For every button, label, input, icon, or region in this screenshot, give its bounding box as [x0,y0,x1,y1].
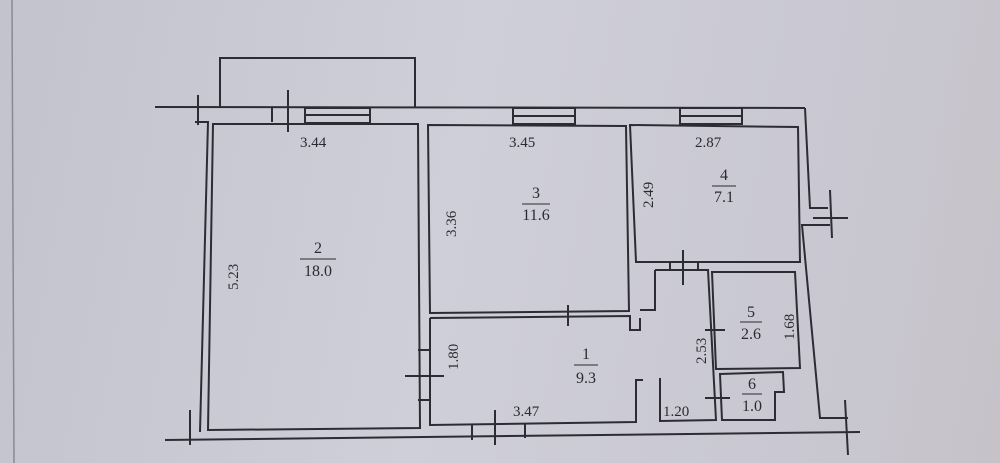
room-2-number: 2 [314,240,322,257]
page-edge [11,0,15,463]
room-3-area: 11.6 [522,207,549,224]
room-4-number: 4 [720,167,728,184]
dim-hall-width: 1.20 [663,404,689,420]
dimension-labels: 3.44 3.45 2.87 3.47 1.20 5.23 3.36 2.49 … [226,135,798,420]
room-1-area: 9.3 [576,370,596,387]
dim-room4-length: 2.49 [641,182,657,208]
dim-hall-length: 2.53 [694,338,710,364]
room-4-area: 7.1 [714,189,734,206]
balcony [219,57,416,107]
room-4-outline [628,123,802,263]
dim-room2-length: 5.23 [226,264,242,290]
room-5-outline [710,271,802,371]
room-5-number: 5 [747,304,755,321]
dim-room2-width: 3.44 [300,135,327,151]
room-6-outline [718,370,786,421]
dim-room3-width: 3.45 [509,135,535,151]
room-3-number: 3 [532,185,540,202]
room-labels: 2 18.0 3 11.6 1 9.3 4 7.1 5 2.6 6 1.0 [300,167,762,415]
dim-room1-width: 3.47 [513,404,540,420]
walls [154,57,861,456]
dim-room4-width: 2.87 [695,135,722,151]
room-6-area: 1.0 [742,398,762,415]
room-5-area: 2.6 [741,326,761,343]
room-1-number: 1 [582,346,590,363]
room-6-number: 6 [748,376,756,393]
room-outlines [206,123,802,445]
room-3-outline [426,123,631,315]
dim-room3-length: 3.36 [444,210,460,237]
room-2-outline [206,123,422,432]
room-2-area: 18.0 [304,263,332,280]
dim-room5-length: 1.68 [782,314,798,340]
dim-room1-length: 1.80 [446,344,462,370]
